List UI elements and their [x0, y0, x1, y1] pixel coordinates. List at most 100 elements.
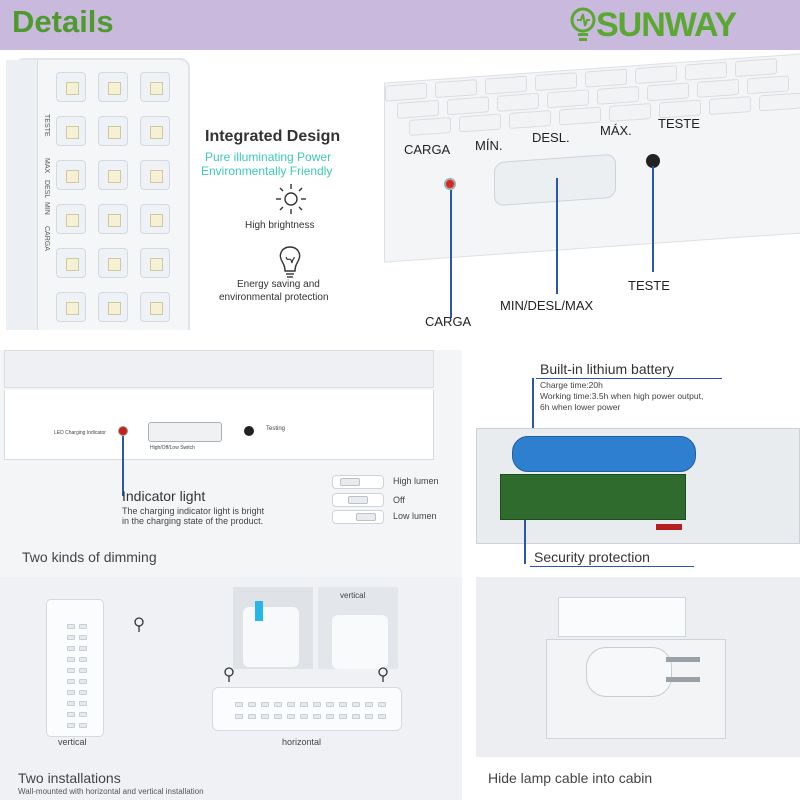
top-led-cell: [509, 110, 551, 129]
vertical-led: [79, 657, 87, 662]
horizontal-led: [378, 714, 386, 719]
caption-dimming: Two kinds of dimming: [22, 549, 157, 565]
led-cell: [56, 248, 86, 278]
side-label-max: MAX: [43, 158, 50, 174]
callout-carga: CARGA: [425, 314, 472, 329]
top-led-cell: [485, 75, 527, 95]
horizontal-led: [274, 702, 282, 707]
plug-pin-2: [666, 677, 700, 682]
led-cell: [56, 116, 86, 146]
top-led-cell: [535, 72, 577, 92]
panel-integrated-design: TESTE MAX DESL MIN CARGA Integrated Desi…: [0, 50, 380, 330]
lamp-bottom-face: [4, 350, 434, 388]
vertical-mount-photo: [233, 587, 313, 669]
indicator-desc-line2: in the charging state of the product.: [122, 516, 264, 526]
test-button[interactable]: [646, 154, 660, 168]
indicator-desc-line1: The charging indicator light is bright: [122, 506, 265, 516]
indicator-light-title: Indicator light: [122, 488, 206, 504]
vertical-led: [67, 646, 75, 651]
battery-low-power: 6h when lower power: [540, 402, 621, 412]
mode-knob-high: [340, 478, 360, 486]
vertical-led: [79, 624, 87, 629]
top-led-cell: [609, 103, 651, 122]
vertical-led: [79, 635, 87, 640]
horizontal-led: [287, 714, 295, 719]
horizontal-led: [261, 702, 269, 707]
led-cell: [98, 292, 128, 322]
testing-button[interactable]: [244, 426, 254, 436]
sunway-logo-icon: [570, 7, 596, 41]
top-led-cell: [709, 96, 751, 115]
horizontal-led: [274, 714, 282, 719]
top-led-cell: [685, 61, 727, 81]
label-desl-side: DESL.: [532, 130, 570, 145]
panel-battery: Built-in lithium battery Charge time:20h…: [476, 350, 800, 578]
led-cell: [140, 248, 170, 278]
vertical-led: [79, 679, 87, 684]
label-min-side: MÍN.: [475, 138, 503, 153]
horizontal-led: [339, 714, 347, 719]
mode-low-lumen: Low lumen: [393, 511, 437, 521]
vertical-led: [79, 646, 87, 651]
horizontal-led: [300, 702, 308, 707]
mode-high-lumen: High lumen: [393, 476, 439, 486]
integrated-design-sub1: Pure illuminating Power: [205, 150, 332, 164]
panel-cable-cabin: Hide lamp cable into cabin: [476, 577, 800, 800]
led-cell: [56, 204, 86, 234]
horizontal-led: [313, 702, 321, 707]
caption-security: Security protection: [534, 549, 650, 565]
top-led-cell: [585, 68, 627, 88]
indicator-led: [118, 426, 128, 436]
top-led-cell: [597, 85, 639, 105]
testing-label: Testing: [266, 426, 286, 432]
header-title: Details: [12, 4, 114, 39]
cabin-lid: [558, 597, 686, 637]
vertical-led: [67, 635, 75, 640]
label-horizontal: horizontal: [282, 737, 322, 747]
bulb-icon: [279, 246, 301, 278]
mount-arrow: [255, 601, 263, 621]
battery-title-underline: [536, 378, 722, 379]
circuit-board: [500, 474, 686, 520]
dimming-switch[interactable]: [148, 422, 222, 442]
horizontal-led: [261, 714, 269, 719]
caption-installations: Two installations: [18, 770, 121, 786]
cabin-image: [476, 577, 800, 757]
led-indicator-label: LED Charging Indicator: [54, 430, 106, 436]
vertical-led: [79, 668, 87, 673]
feature-energy-line2: environmental protection: [219, 292, 329, 303]
side-label-teste: TESTE: [43, 114, 50, 137]
security-underline: [530, 566, 694, 567]
led-cell: [140, 292, 170, 322]
led-cell: [56, 292, 86, 322]
led-cell: [56, 72, 86, 102]
vertical-lamp-image: [46, 599, 104, 737]
top-led-cell: [559, 106, 601, 126]
label-vertical: vertical: [58, 737, 87, 747]
mount-hole-icon: [134, 617, 144, 632]
top-led-cell: [435, 79, 477, 99]
top-led-cells: [385, 54, 800, 136]
horizontal-led: [235, 702, 243, 707]
header-bar: [0, 0, 800, 50]
min-desl-max-switch[interactable]: [494, 153, 616, 207]
horizontal-led: [352, 714, 360, 719]
led-cell: [98, 160, 128, 190]
battery-wire: [656, 524, 682, 530]
mount-photo-lamp: [243, 607, 299, 667]
side-label-desl: DESL: [43, 180, 50, 199]
led-cell: [140, 72, 170, 102]
horizontal-led: [248, 714, 256, 719]
lamp-front-image: [6, 58, 190, 330]
integrated-design-sub2: Environmentally Friendly: [201, 164, 333, 178]
charging-led: [444, 178, 456, 190]
callout-line-carga: [450, 190, 452, 318]
led-cell: [98, 116, 128, 146]
vertical-led: [67, 701, 75, 706]
led-cell: [98, 248, 128, 278]
security-callout-line: [524, 520, 526, 564]
top-led-cell: [497, 92, 539, 112]
plug-pin-1: [666, 657, 700, 662]
callout-teste: TESTE: [628, 278, 670, 293]
vertical-led: [79, 701, 87, 706]
